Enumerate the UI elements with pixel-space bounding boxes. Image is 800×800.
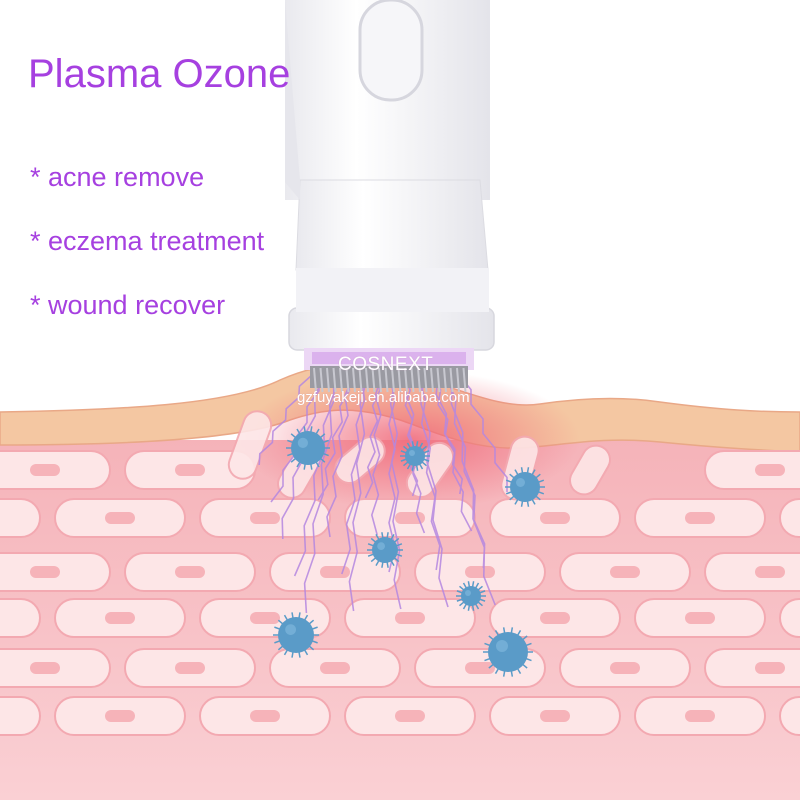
bacteria-icon xyxy=(456,581,486,611)
bacteria-icon xyxy=(400,441,430,471)
bacteria-icon xyxy=(367,532,403,568)
skin-cell xyxy=(0,696,41,736)
feature-eczema: * eczema treatment xyxy=(30,226,265,256)
skin-cell xyxy=(704,450,800,490)
skin-cell xyxy=(54,696,186,736)
skin-cell xyxy=(489,498,621,538)
skin-cell xyxy=(634,598,766,638)
bacteria-group xyxy=(273,426,545,677)
skin-cell xyxy=(489,598,621,638)
feature-acne: * acne remove xyxy=(30,162,205,192)
skin-cell xyxy=(54,498,186,538)
feature-wound: * wound recover xyxy=(30,290,226,320)
skin-cell xyxy=(199,498,331,538)
skin-cell xyxy=(559,648,691,688)
skin-cell xyxy=(269,552,401,592)
plasma-streams xyxy=(258,374,508,614)
skin-cell xyxy=(704,648,800,688)
skin-cell xyxy=(124,648,256,688)
skin-cell xyxy=(779,598,800,638)
skin-cell xyxy=(559,552,691,592)
bacteria-icon xyxy=(505,467,545,507)
bacteria-icon xyxy=(286,426,330,470)
plasma-wand-icon xyxy=(285,0,495,393)
skin-cell xyxy=(704,552,800,592)
skin-cell xyxy=(0,598,41,638)
brand-logo-text: COSNEXT xyxy=(338,354,434,375)
skin-cell xyxy=(0,552,111,592)
website-watermark: gzfuyakeji.en.alibaba.com xyxy=(297,389,470,406)
skin-cell xyxy=(124,552,256,592)
skin-cell xyxy=(779,498,800,538)
skin-cell xyxy=(414,552,546,592)
skin-cell xyxy=(54,598,186,638)
skin-cell xyxy=(634,696,766,736)
bacteria-icon xyxy=(483,627,533,677)
skin-cell xyxy=(344,598,476,638)
skin-cell xyxy=(489,696,621,736)
skin-cell xyxy=(124,450,256,490)
skin-cell xyxy=(344,498,476,538)
skin-cell xyxy=(634,498,766,538)
page-title: Plasma Ozone xyxy=(28,52,291,96)
skin-cell xyxy=(0,498,41,538)
skin-cell xyxy=(779,696,800,736)
skin-cell xyxy=(0,648,111,688)
skin-cell xyxy=(344,696,476,736)
skin-cell xyxy=(199,696,331,736)
skin-cells xyxy=(0,410,800,736)
skin-cell xyxy=(269,648,401,688)
bacteria-icon xyxy=(273,612,319,658)
skin-cell xyxy=(569,444,611,496)
skin-cell xyxy=(0,450,111,490)
